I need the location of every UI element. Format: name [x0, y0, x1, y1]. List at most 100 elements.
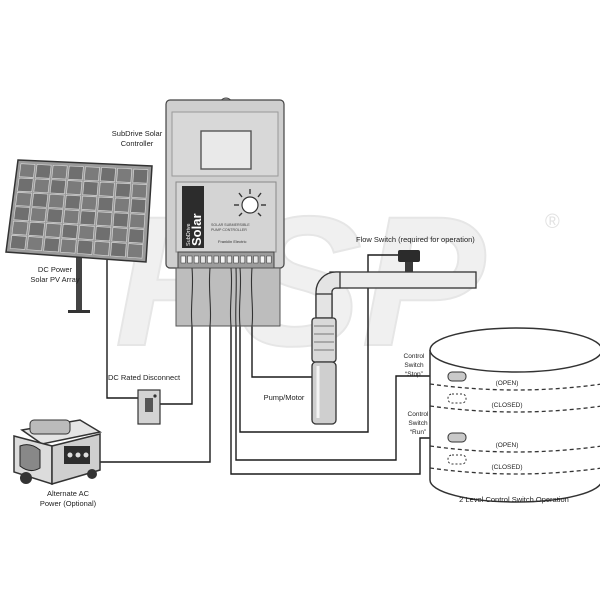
- run-float-closed: [447, 454, 467, 465]
- level-line-run-open: [429, 445, 600, 453]
- pump-motor-label: Pump/Motor: [264, 393, 305, 402]
- stop-switch-label-line2: Switch: [404, 362, 424, 369]
- watermark-registered-mark: ®: [545, 211, 560, 233]
- terminal-screw: [233, 255, 239, 264]
- pv-cell: [94, 226, 112, 242]
- pv-cell: [132, 168, 149, 184]
- level-line-stop-open: [429, 383, 600, 391]
- pv-mount-pole: [76, 225, 82, 313]
- pv-cell: [31, 193, 49, 208]
- generator-label-line1: Alternate AC: [47, 489, 90, 498]
- run-switch-label-line2: Switch: [408, 420, 428, 427]
- pv-mount-base: [68, 310, 90, 313]
- generator-outlet-3: [83, 452, 89, 458]
- pv-cell: [128, 228, 145, 244]
- pv-cell: [49, 179, 67, 194]
- storage-tank: [429, 327, 600, 503]
- pv-cell: [51, 164, 68, 180]
- terminal-screw: [226, 255, 232, 264]
- pv-cell: [115, 182, 132, 198]
- pv-cell: [76, 239, 94, 255]
- pv-cell: [63, 209, 80, 225]
- stop-closed-label: (CLOSED): [491, 402, 522, 409]
- flow-switch: [398, 250, 420, 272]
- pv-cell: [43, 237, 60, 253]
- pv-cell: [46, 208, 64, 224]
- flow-switch-label: Flow Switch (required for operation): [356, 235, 475, 244]
- controller-maker-logo: Franklin Electric: [218, 239, 246, 244]
- pv-cell: [130, 198, 147, 214]
- pv-cell: [11, 220, 29, 236]
- controller-subtitle-line1: SOLAR SUBMERSIBLE: [211, 223, 250, 227]
- terminal-screw: [266, 255, 272, 264]
- pv-cell: [100, 167, 116, 182]
- tank-top: [429, 327, 600, 373]
- submersible-pump-motor: [311, 317, 337, 425]
- pv-cell: [33, 178, 50, 194]
- pv-cell: [13, 206, 31, 221]
- flow-switch-body: [398, 250, 420, 262]
- level-line-stop-closed: [429, 405, 600, 413]
- generator-outlet-1: [67, 452, 73, 458]
- pv-cell: [96, 211, 113, 227]
- terminal-screw: [193, 255, 199, 264]
- subdrive-solar-controller: SubDrive Solar SOLAR SUBMERSIBLE PUMP CO…: [165, 97, 285, 327]
- compartment-cables: [190, 267, 254, 327]
- pv-array-label-line1: DC Power: [38, 265, 73, 274]
- pv-cell: [93, 240, 110, 257]
- pv-cell: [18, 163, 36, 178]
- pv-cell: [131, 183, 148, 199]
- stop-switch-label-line1: Control: [404, 353, 426, 360]
- pump-upper: [311, 317, 337, 363]
- stop-float-open: [447, 371, 467, 382]
- terminal-screw: [253, 255, 259, 264]
- terminal-screw: [187, 255, 193, 264]
- generator-wheel-2: [87, 469, 97, 479]
- pv-cell: [83, 166, 100, 182]
- level-line-run-closed: [429, 467, 600, 475]
- wire-pv-to-disconnect: [106, 260, 140, 399]
- terminal-screw: [213, 255, 219, 264]
- run-switch-label-line3: “Run”: [410, 429, 426, 436]
- dc-rated-disconnect: [137, 389, 161, 425]
- sun-icon: [234, 189, 266, 217]
- pv-cell: [110, 242, 127, 258]
- disconnect-lock: [153, 394, 157, 398]
- pv-cell: [64, 194, 81, 210]
- pv-cell: [60, 238, 77, 254]
- pv-cell: [48, 193, 65, 209]
- run-switch-label-line1: Control: [408, 411, 430, 418]
- stop-open-label: (OPEN): [496, 380, 519, 387]
- generator: [13, 419, 103, 486]
- pv-array-label-line2: Solar PV Array: [30, 275, 79, 284]
- pv-cell: [66, 180, 83, 195]
- pipe-horizontal: [329, 271, 477, 289]
- terminal-screw: [259, 255, 265, 264]
- pv-cell: [15, 192, 32, 207]
- pv-cell: [112, 212, 129, 228]
- motor-lower: [311, 361, 337, 425]
- stop-float-closed: [447, 393, 467, 404]
- terminal-screw: [240, 255, 246, 264]
- flow-switch-stem: [405, 262, 413, 272]
- controller-label-line2: Controller: [121, 139, 154, 148]
- run-closed-label: (CLOSED): [491, 464, 522, 471]
- discharge-pipe: [315, 271, 477, 319]
- generator-label-line2: Power (Optional): [40, 499, 97, 508]
- pv-cell: [111, 227, 128, 243]
- wire-generator-to-controller: [98, 268, 211, 463]
- generator-wheel: [20, 472, 32, 484]
- pv-cell: [82, 181, 99, 196]
- pv-cell: [30, 207, 47, 223]
- run-open-label: (OPEN): [496, 442, 519, 449]
- pv-cell: [35, 164, 52, 179]
- pv-cell: [98, 181, 115, 197]
- terminal-screw: [207, 255, 213, 264]
- controller-brand-large: Solar: [189, 213, 204, 246]
- pv-cell: [61, 224, 79, 239]
- pv-cell: [97, 196, 114, 212]
- pv-cell: [67, 165, 84, 181]
- pv-cell: [127, 243, 144, 259]
- terminal-screw: [220, 255, 226, 264]
